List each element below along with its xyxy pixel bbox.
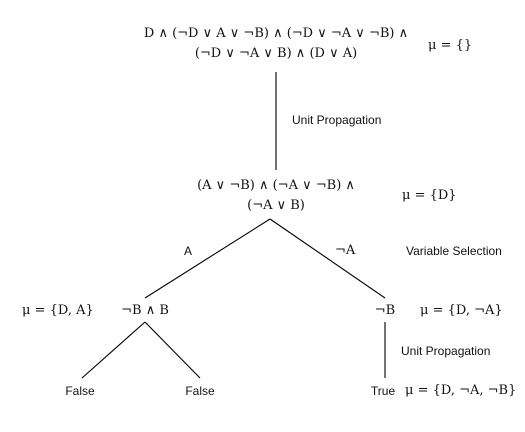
leaf-false-2: False <box>185 384 215 398</box>
leaf-false-1: False <box>65 384 95 398</box>
variable-selection-caption: Variable Selection <box>406 244 502 258</box>
level1-formula-line2: (¬A ∨ B) <box>247 198 305 213</box>
level1-assignment: μ = {D} <box>402 188 457 203</box>
level1-formula-line1: (A ∨ ¬B) ∧ (¬A ∨ ¬B) ∧ <box>197 178 355 193</box>
root-formula-line2: (¬D ∨ ¬A ∨ B) ∧ (D ∨ A) <box>194 46 358 61</box>
right-node-formula: ¬B <box>374 303 396 318</box>
edge-label-unit-propagation-top: Unit Propagation <box>292 113 382 127</box>
edge-level1-to-right <box>269 218 386 299</box>
right-node-assignment: μ = {D, ¬A} <box>420 303 503 318</box>
branch-label-right: ¬A <box>335 243 356 258</box>
edge-left-to-false1 <box>81 321 146 379</box>
edge-level1-to-left <box>144 218 271 299</box>
leaf-true-assignment: μ = {D, ¬A, ¬B} <box>405 383 517 398</box>
edge-label-unit-propagation-bottom: Unit Propagation <box>401 344 491 358</box>
left-node-formula: ¬B ∧ B <box>121 303 169 318</box>
edge-left-to-false2 <box>144 321 201 379</box>
root-formula-line1: D ∧ (¬D ∨ A ∨ ¬B) ∧ (¬D ∨ ¬A ∨ ¬B) ∧ <box>143 26 409 41</box>
leaf-true: True <box>370 384 396 398</box>
branch-label-left: A <box>184 244 193 258</box>
root-assignment: μ = {} <box>428 38 473 53</box>
left-node-assignment: μ = {D, A} <box>22 303 94 318</box>
